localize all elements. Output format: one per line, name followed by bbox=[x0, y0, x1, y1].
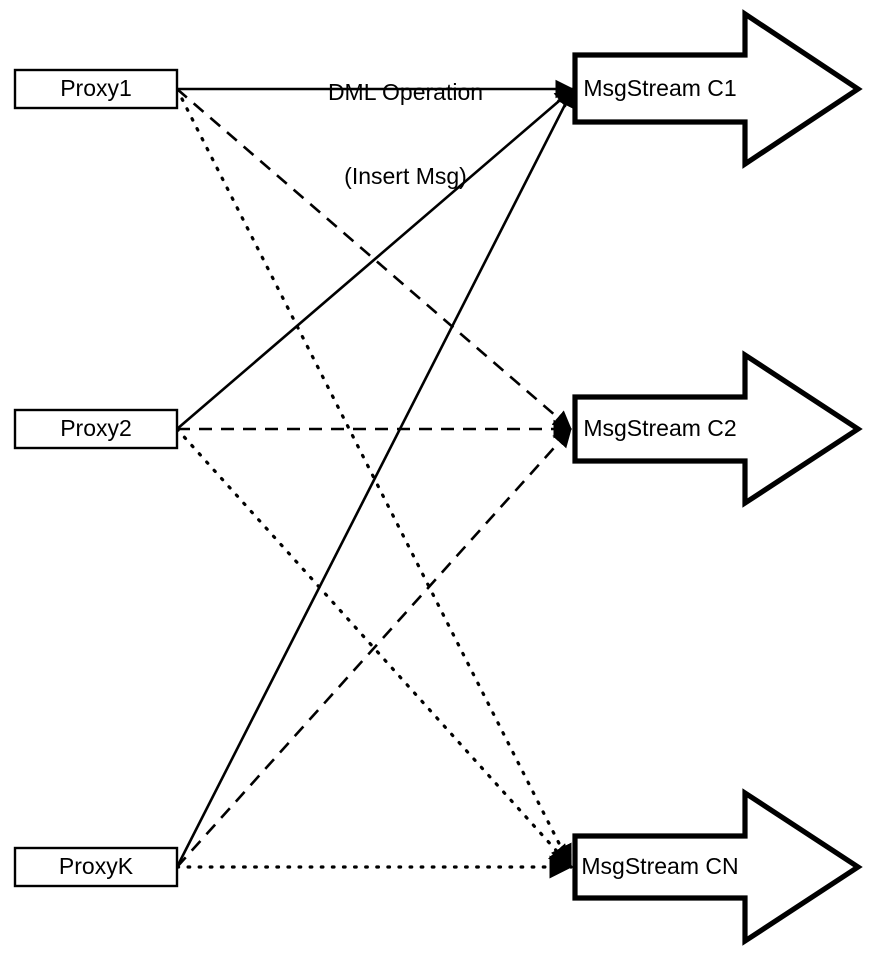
msgstream-c1-arrow-shape[interactable] bbox=[572, 9, 863, 169]
proxy2-box[interactable] bbox=[13, 408, 179, 450]
msgstream-c2-arrow-shape[interactable] bbox=[572, 350, 863, 508]
edge-proxyk-to-c1 bbox=[175, 87, 575, 868]
edge-proxy2-to-c1 bbox=[176, 88, 574, 430]
edge-proxyk-to-c2 bbox=[176, 428, 572, 868]
edge-label-line-2: (Insert Msg) bbox=[344, 163, 467, 190]
proxyk-box[interactable] bbox=[13, 846, 179, 888]
proxy1-box[interactable] bbox=[13, 68, 179, 110]
edge-label-line-1: DML Operation bbox=[327, 79, 484, 106]
nodes-group bbox=[13, 9, 863, 946]
edge-proxy2-to-cn bbox=[175, 427, 573, 869]
msgstream-cn-arrow-shape[interactable] bbox=[572, 788, 863, 946]
edges-group bbox=[175, 79, 575, 879]
edge-label-dml-operation: DML Operation (Insert Msg) bbox=[293, 22, 518, 246]
